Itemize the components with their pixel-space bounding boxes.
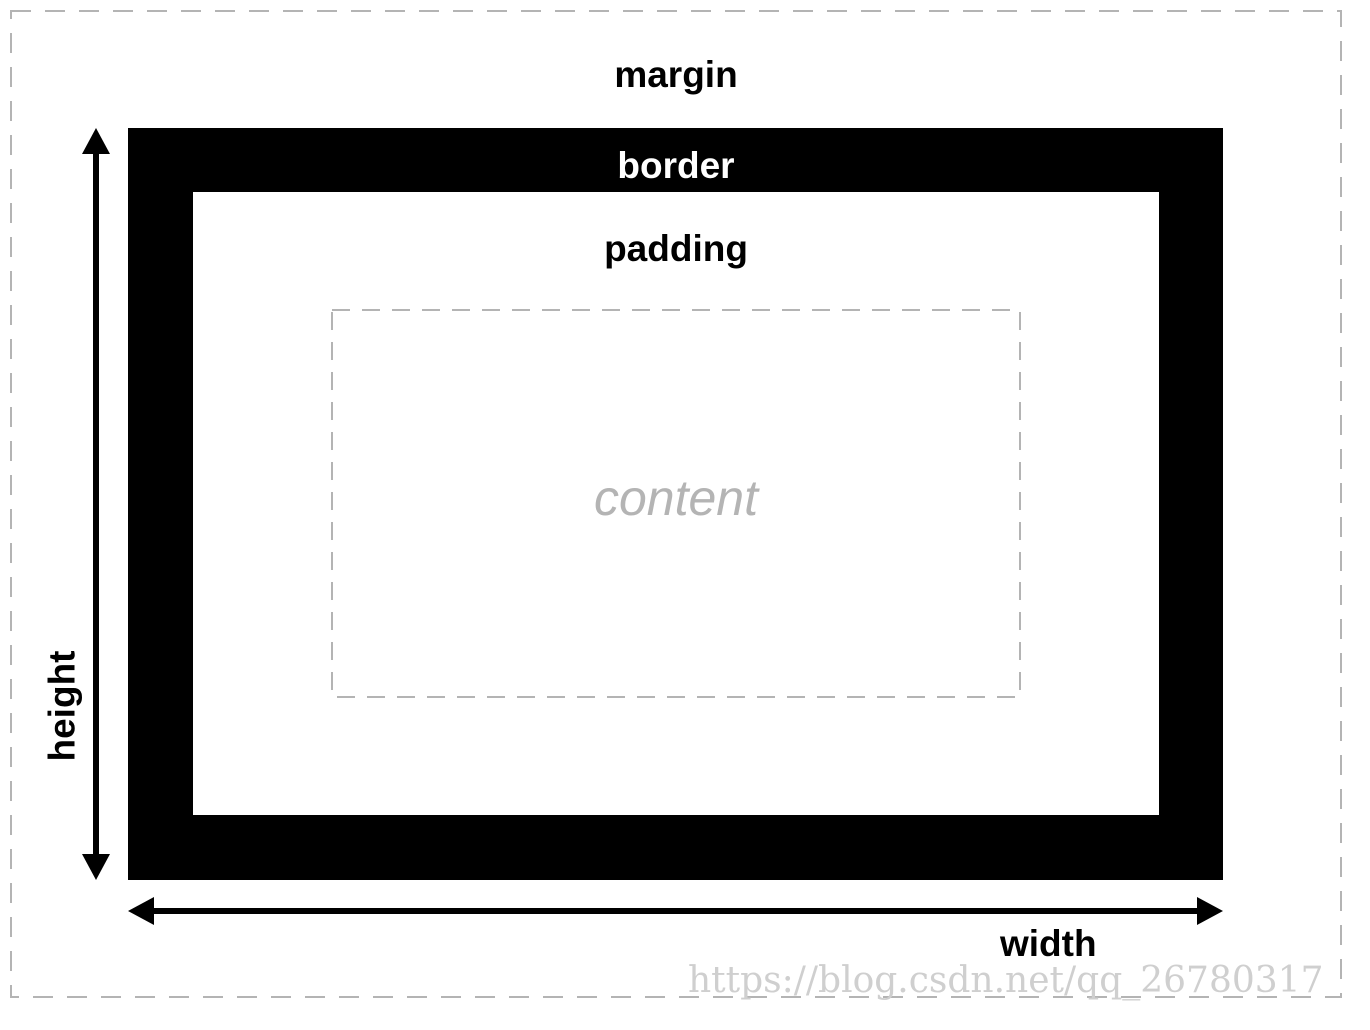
padding-label: padding (604, 228, 748, 269)
padding-box (193, 192, 1159, 815)
content-outline (331, 309, 1021, 698)
width-label: width (1000, 923, 1097, 964)
margin-label: margin (614, 54, 738, 95)
height-label: height (41, 650, 83, 762)
height-arrow (82, 128, 110, 880)
watermark-url: https://blog.csdn.net/qq_26780317 (688, 960, 1324, 1001)
content-label: content (593, 470, 758, 526)
margin-outline (10, 10, 1342, 998)
border-label: border (617, 145, 735, 186)
width-arrow (128, 897, 1223, 925)
